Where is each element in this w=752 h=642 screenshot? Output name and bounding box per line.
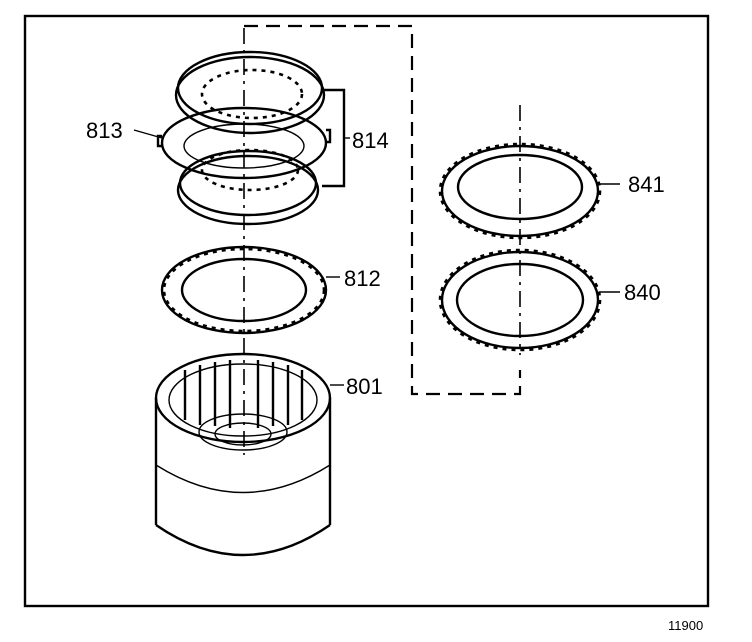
part-841-clutch-plate — [438, 142, 602, 240]
figure-number: 11900 — [668, 618, 703, 633]
part-814-upper-ring — [174, 50, 326, 135]
part-801-housing — [154, 352, 332, 557]
diagram-frame — [23, 14, 710, 608]
label-841: 841 — [628, 172, 665, 197]
part-812-plate — [160, 245, 328, 335]
part-840-clutch-plate — [438, 248, 602, 352]
leader-813 — [133, 129, 163, 139]
label-812: 812 — [344, 266, 381, 291]
label-801: 801 — [346, 374, 383, 399]
part-813-plate — [156, 106, 332, 180]
clutch-group-bracket — [244, 24, 522, 396]
label-813: 813 — [86, 118, 123, 143]
label-840: 840 — [624, 280, 661, 305]
part-814-lower-ring — [176, 148, 320, 226]
label-814: 814 — [352, 128, 389, 153]
